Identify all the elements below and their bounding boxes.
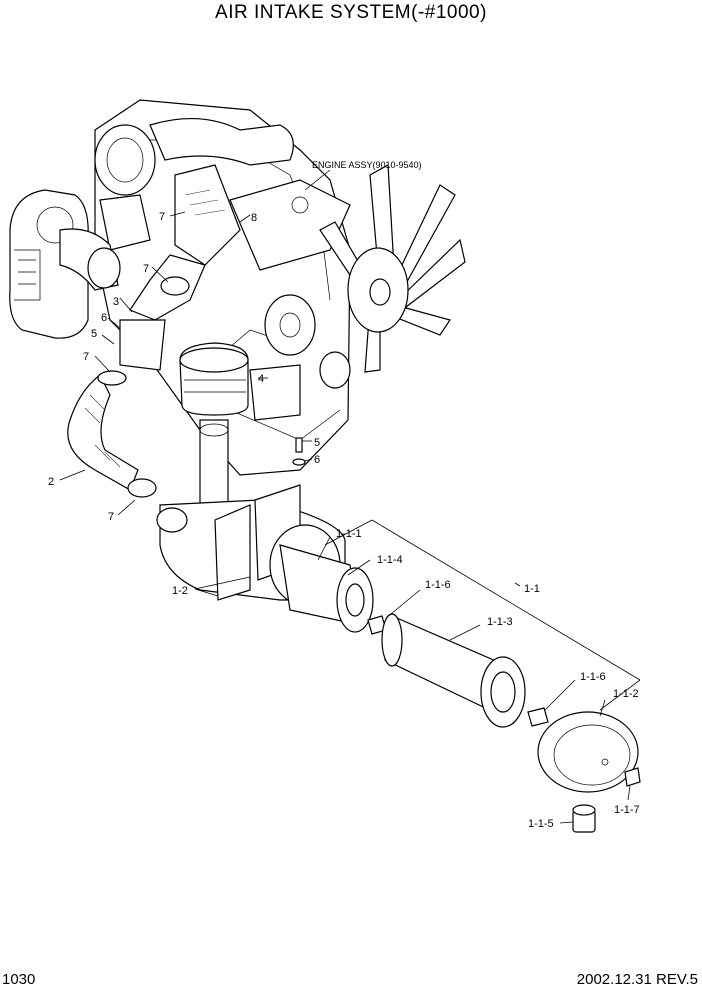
- label-4: 4: [258, 373, 264, 385]
- page-title: AIR INTAKE SYSTEM(-#1000): [215, 2, 487, 23]
- label-1-1-3: 1-1-3: [487, 616, 513, 628]
- label-1-1-7: 1-1-7: [614, 804, 640, 816]
- revision-date: 2002.12.31 REV.5: [576, 971, 698, 988]
- label-1-1-6: 1-1-6: [580, 671, 606, 683]
- label-7: 7: [108, 511, 114, 523]
- label-1-1-4: 1-1-4: [377, 554, 403, 566]
- label-5: 5: [91, 328, 97, 340]
- part-labels: ENGINE ASSY(9010-9540) 7 8 7 3 6 5 7 4 5…: [48, 160, 640, 830]
- label-2: 2: [48, 476, 54, 488]
- label-1-1-6: 1-1-6: [425, 579, 451, 591]
- label-6: 6: [101, 312, 107, 324]
- label-1-1-5: 1-1-5: [528, 818, 554, 830]
- fan: [319, 164, 466, 373]
- label-8: 8: [251, 212, 257, 224]
- label-5: 5: [314, 437, 320, 449]
- label-7: 7: [159, 211, 165, 223]
- label-3: 3: [113, 296, 119, 308]
- air-cleaner-assembly: [67, 342, 641, 833]
- label-6: 6: [314, 454, 320, 466]
- label-7: 7: [83, 351, 89, 363]
- label-1-1-2: 1-1-2: [613, 688, 639, 700]
- label-1-1-1: 1-1-1: [336, 528, 362, 540]
- label-1-1: 1-1: [524, 583, 540, 595]
- label-1-2: 1-2: [172, 585, 188, 597]
- engine-assembly: [9, 99, 466, 476]
- page-number: 1030: [2, 971, 36, 988]
- engine-assy-label: ENGINE ASSY(9010-9540): [312, 160, 422, 170]
- leader-lines: [59, 169, 641, 824]
- label-7: 7: [143, 263, 149, 275]
